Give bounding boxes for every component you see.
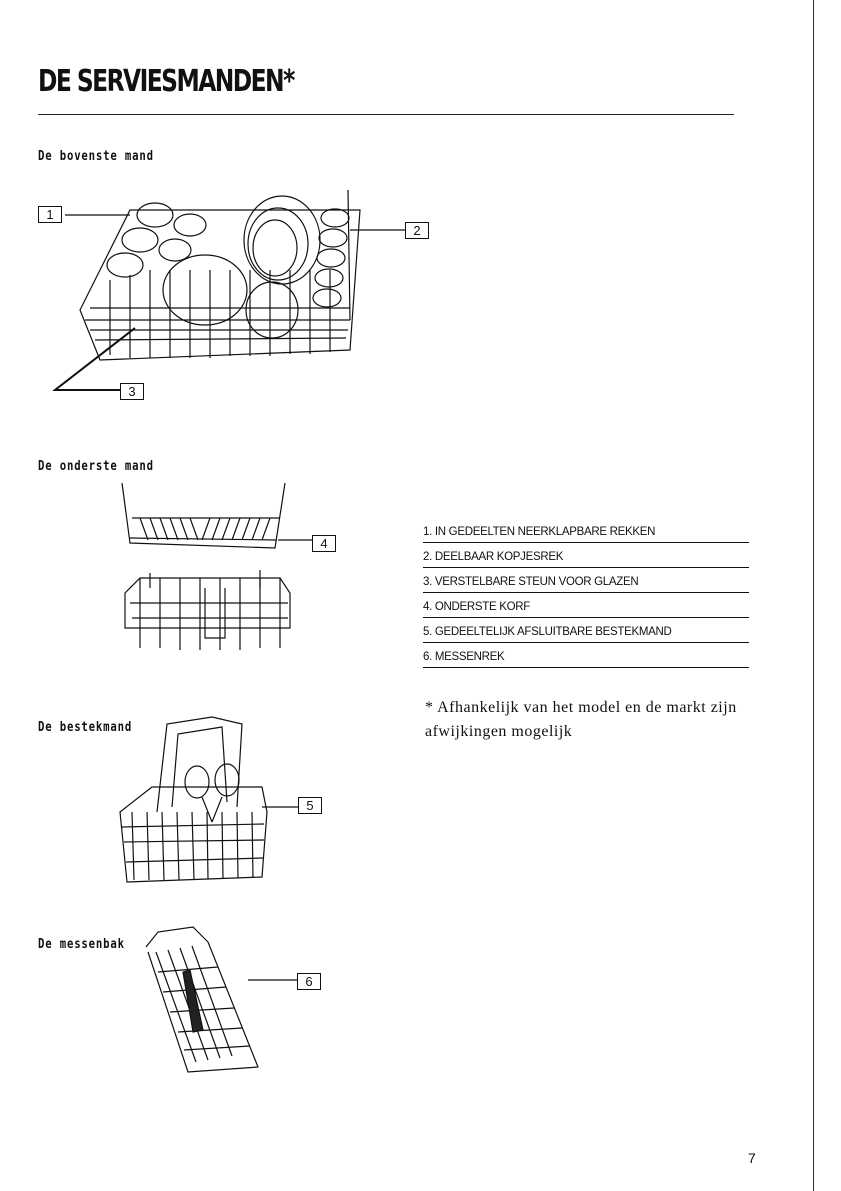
page-title: DE SERVIESMANDEN* <box>38 64 295 99</box>
parts-legend: 1. IN GEDEELTEN NEERKLAPBARE REKKEN 2. D… <box>423 518 749 668</box>
section-label-cutlery: De bestekmand <box>38 720 133 735</box>
callout-4: 4 <box>312 535 336 552</box>
callout-6: 6 <box>297 973 321 990</box>
section-label-knives: De messenbak <box>38 937 125 952</box>
legend-item-2: 2. DEELBAAR KOPJESREK <box>423 543 749 568</box>
section-label-upper: De bovenste mand <box>38 149 154 164</box>
callout-1: 1 <box>38 206 62 223</box>
lower-basket-illustration <box>121 482 315 650</box>
page-number: 7 <box>748 1150 756 1166</box>
cutlery-basket-illustration <box>119 716 307 883</box>
footnote: * Afhankelijk van het model en de markt … <box>425 699 737 740</box>
legend-item-5: 5. GEDEELTELIJK AFSLUITBARE BESTEKMAND <box>423 618 749 643</box>
page-edge-line <box>813 0 814 1191</box>
title-divider <box>38 114 734 115</box>
legend-item-1: 1. IN GEDEELTEN NEERKLAPBARE REKKEN <box>423 518 749 543</box>
knife-rack-illustration <box>145 926 298 1073</box>
callout-5: 5 <box>298 797 322 814</box>
callout-3: 3 <box>120 383 144 400</box>
legend-item-3: 3. VERSTELBARE STEUN VOOR GLAZEN <box>423 568 749 593</box>
legend-item-4: 4. ONDERSTE KORF <box>423 593 749 618</box>
upper-basket-illustration <box>52 189 405 391</box>
legend-item-6: 6. MESSENREK <box>423 643 749 668</box>
section-label-lower: De onderste mand <box>38 459 154 474</box>
callout-2: 2 <box>405 222 429 239</box>
